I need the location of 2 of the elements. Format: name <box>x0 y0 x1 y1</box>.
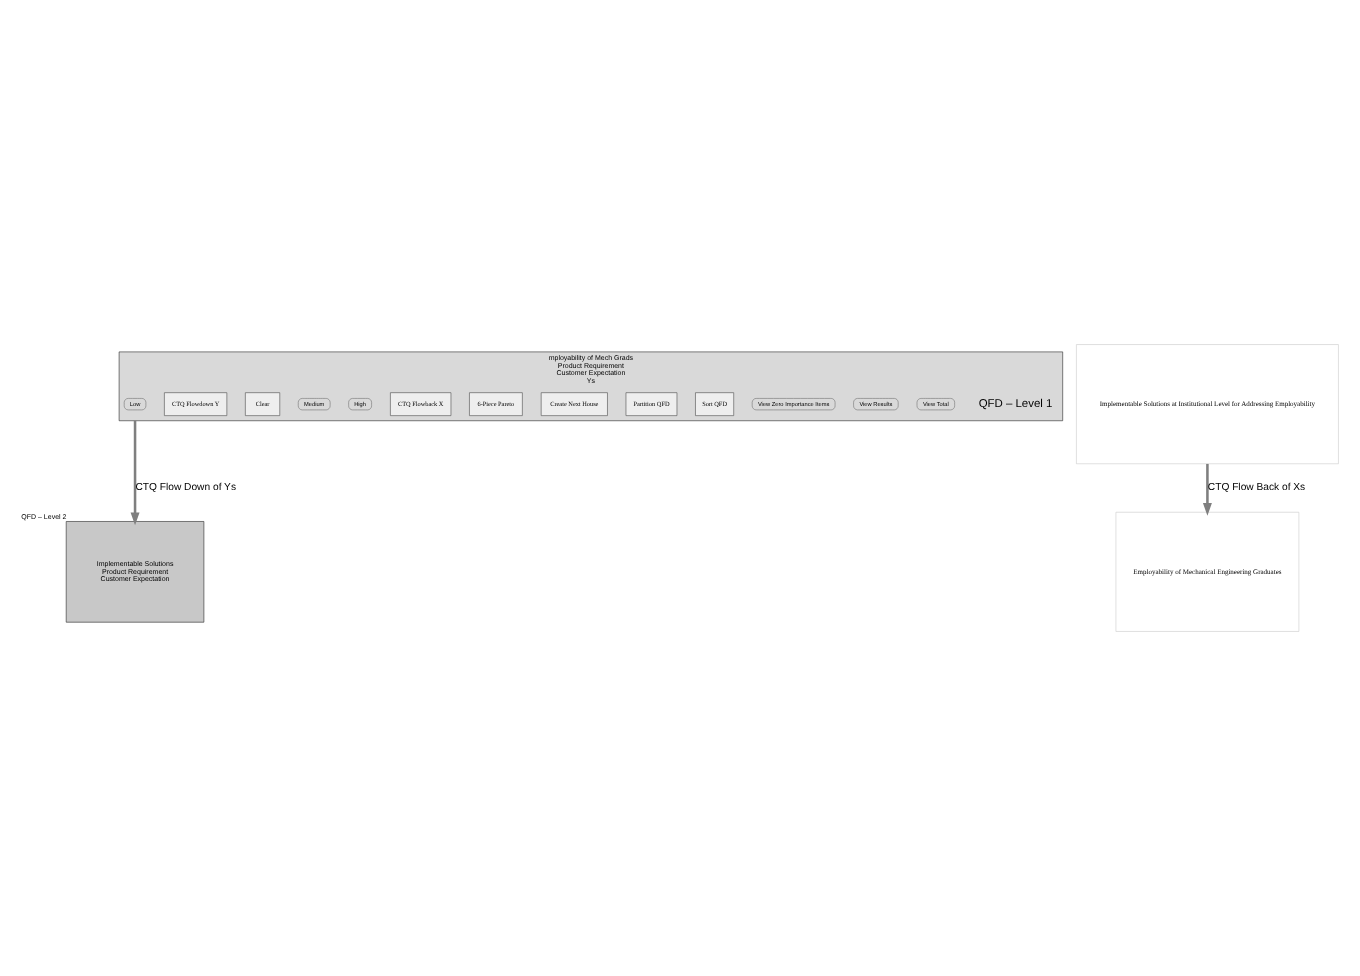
arrow <box>130 420 140 526</box>
arrow <box>1202 463 1212 516</box>
